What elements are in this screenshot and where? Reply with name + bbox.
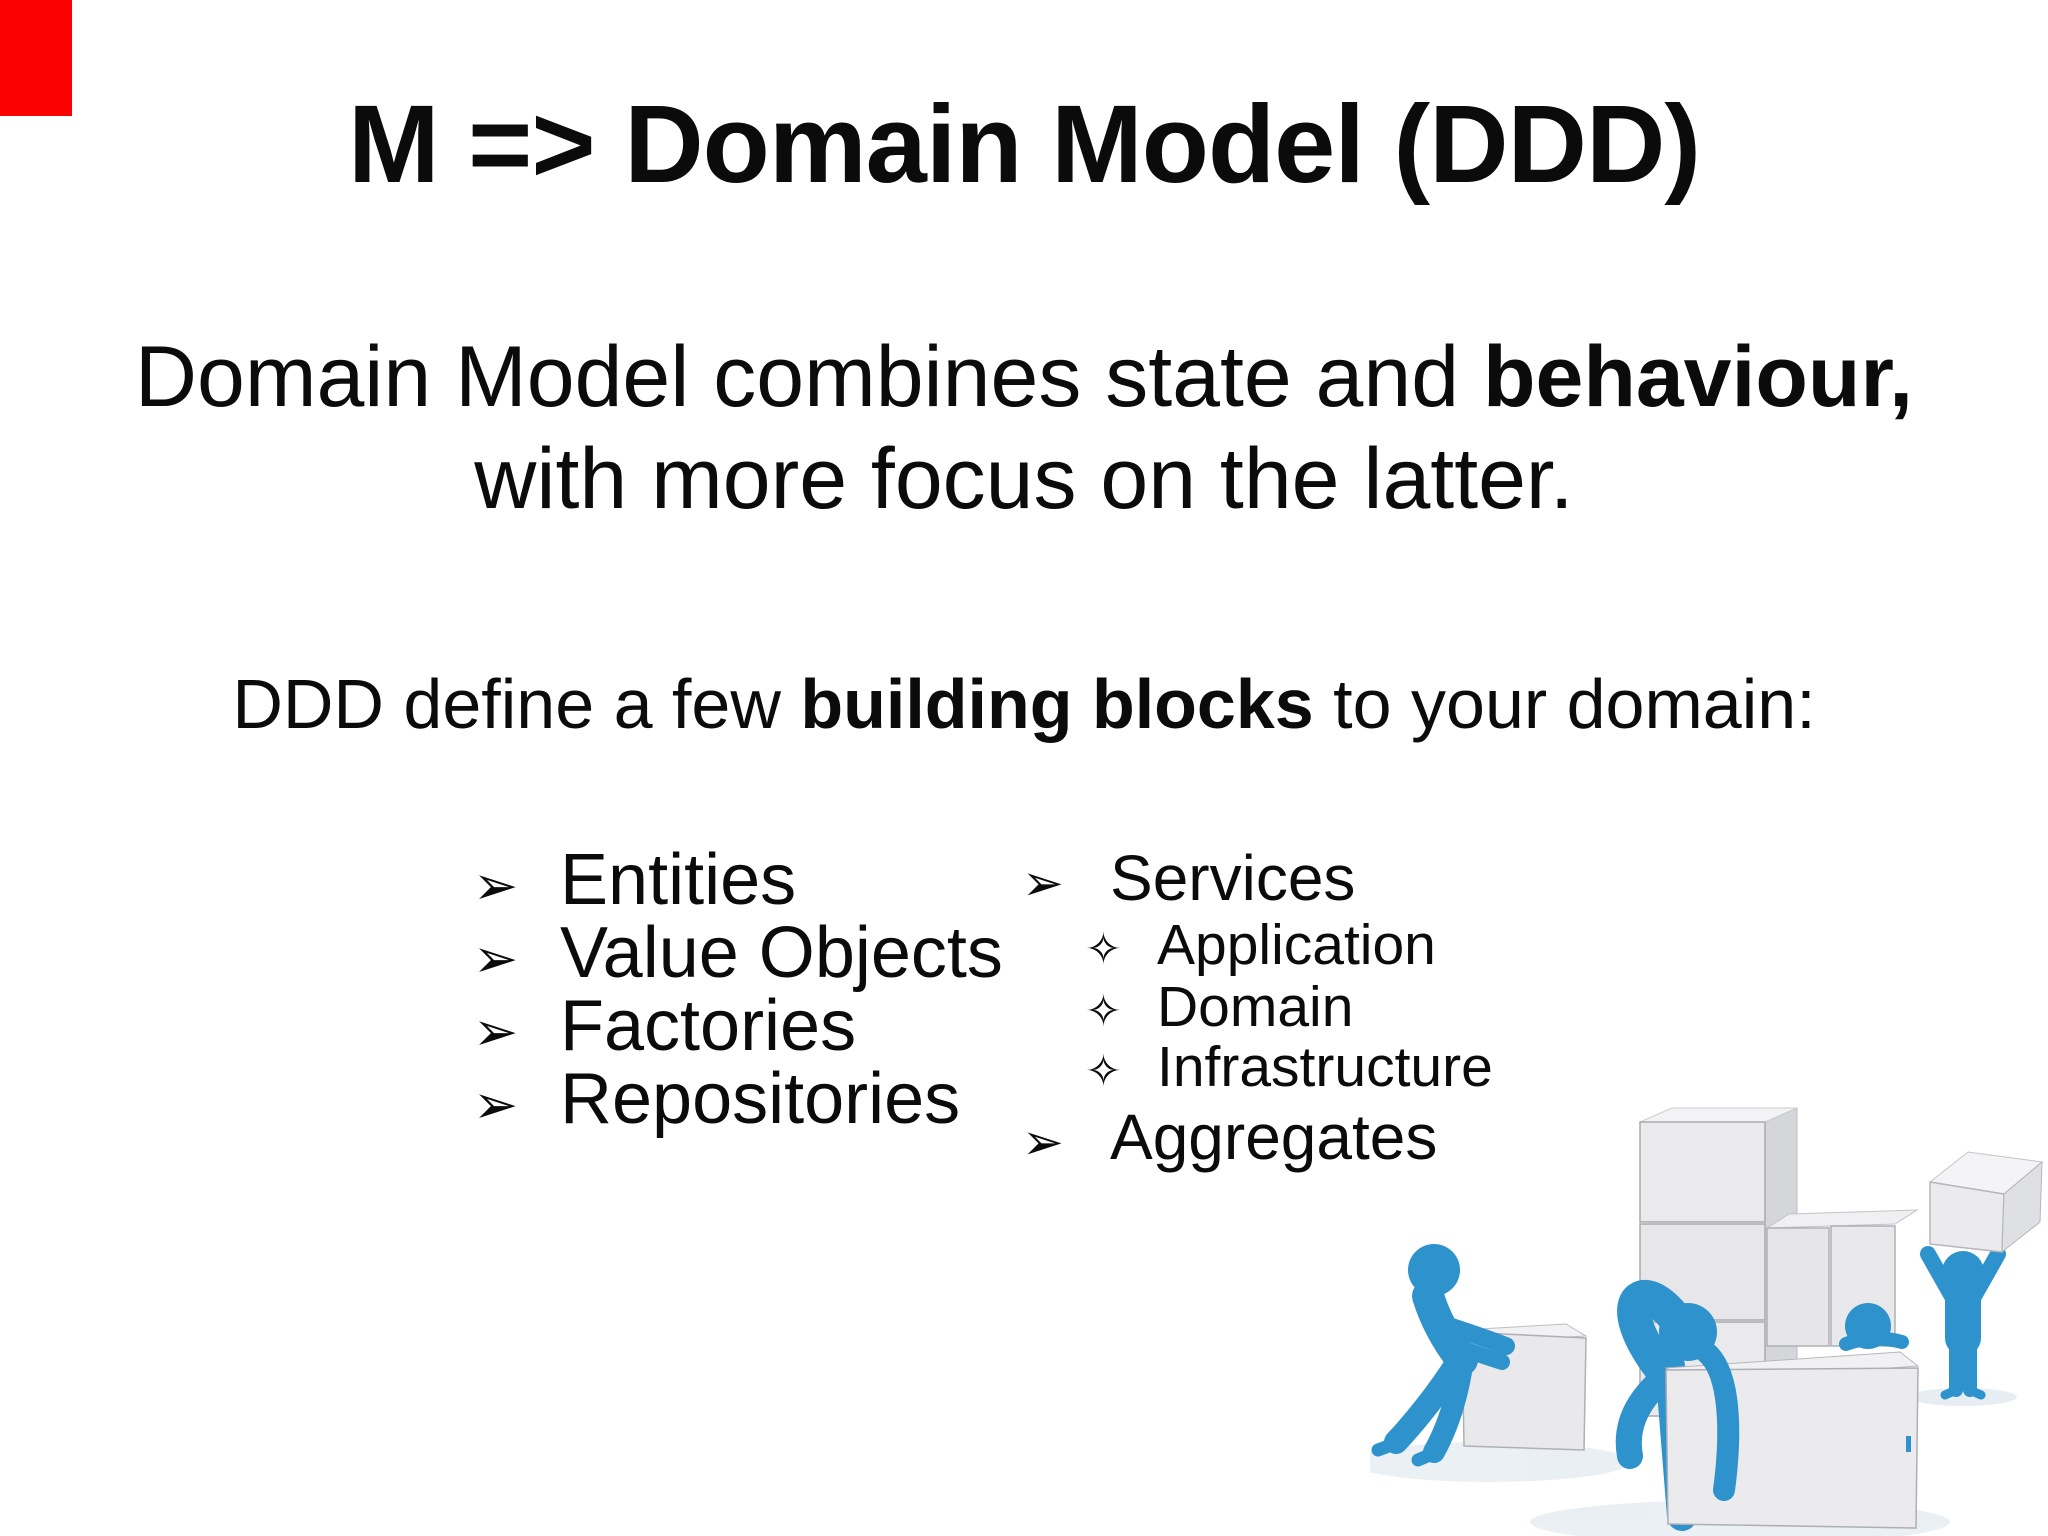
building-blocks-bold: building blocks bbox=[800, 665, 1314, 743]
pushing-figure bbox=[1371, 1244, 1515, 1467]
list-item: ➢Repositories bbox=[473, 1063, 1003, 1137]
slide-title: M => Domain Model (DDD) bbox=[0, 90, 2048, 200]
list-item-label: Services bbox=[1110, 842, 1356, 914]
front-cube bbox=[1664, 1351, 1920, 1529]
slide-title-text: M => Domain Model (DDD) bbox=[347, 83, 1701, 206]
list-subitem: ✧Infrastructure bbox=[1085, 1039, 1493, 1110]
list-item-label: Application bbox=[1157, 913, 1436, 977]
cube-wall bbox=[1765, 1209, 1919, 1347]
teamwork-illustration-svg bbox=[1350, 1107, 2044, 1536]
overhead-cube bbox=[1928, 1151, 2044, 1254]
list-item: ➢Value Objects bbox=[473, 917, 1003, 991]
arrow-bullet-icon: ➢ bbox=[473, 1000, 519, 1063]
list-item-label: Domain bbox=[1157, 975, 1354, 1039]
bent-figure-arm bbox=[1695, 1341, 1740, 1501]
building-blocks-line: DDD define a few building blocks to your… bbox=[232, 665, 1816, 743]
arrow-bullet-icon: ➢ bbox=[473, 854, 519, 917]
intro-line-1: Domain Model combines state and behaviou… bbox=[134, 329, 1914, 425]
teamwork-illustration bbox=[1350, 1100, 2048, 1536]
lifting-figure bbox=[1920, 1151, 2044, 1400]
arrow-bullet-icon: ➢ bbox=[1022, 1113, 1064, 1171]
peeking-figure bbox=[1839, 1303, 1909, 1351]
list-item-label: Repositories bbox=[560, 1059, 961, 1139]
list-item-label: Value Objects bbox=[560, 913, 1003, 993]
intro-line-1-bold: behaviour, bbox=[1482, 329, 1914, 425]
intro-paragraph: Domain Model combines state and behaviou… bbox=[0, 326, 2048, 530]
list-item: ➢Services bbox=[1022, 846, 1355, 928]
list-item-label: Infrastructure bbox=[1157, 1035, 1493, 1099]
arrow-bullet-icon: ➢ bbox=[1022, 854, 1064, 912]
arrow-bullet-icon: ➢ bbox=[473, 1073, 519, 1136]
list-item-label: Aggregates bbox=[1110, 1101, 1438, 1173]
bullet-list-left: ➢Entities ➢Value Objects ➢Factories ➢Rep… bbox=[473, 844, 1003, 1137]
list-item: ➢Factories bbox=[473, 990, 1003, 1064]
arrow-bullet-icon: ➢ bbox=[473, 927, 519, 990]
list-item-label: Entities bbox=[560, 840, 797, 920]
star-bullet-icon: ✧ bbox=[1085, 1046, 1122, 1097]
intro-line-2: with more focus on the latter. bbox=[474, 431, 1574, 527]
star-bullet-icon: ✧ bbox=[1085, 924, 1122, 975]
list-item-label: Factories bbox=[560, 986, 857, 1066]
list-item: ➢Entities bbox=[473, 844, 1003, 918]
list-subitem: ✧Domain bbox=[1085, 979, 1353, 1050]
list-subitem: ✧Application bbox=[1085, 917, 1436, 988]
recording-marker bbox=[0, 0, 72, 116]
star-bullet-icon: ✧ bbox=[1085, 986, 1122, 1037]
list-item: ➢Aggregates bbox=[1022, 1105, 1437, 1187]
